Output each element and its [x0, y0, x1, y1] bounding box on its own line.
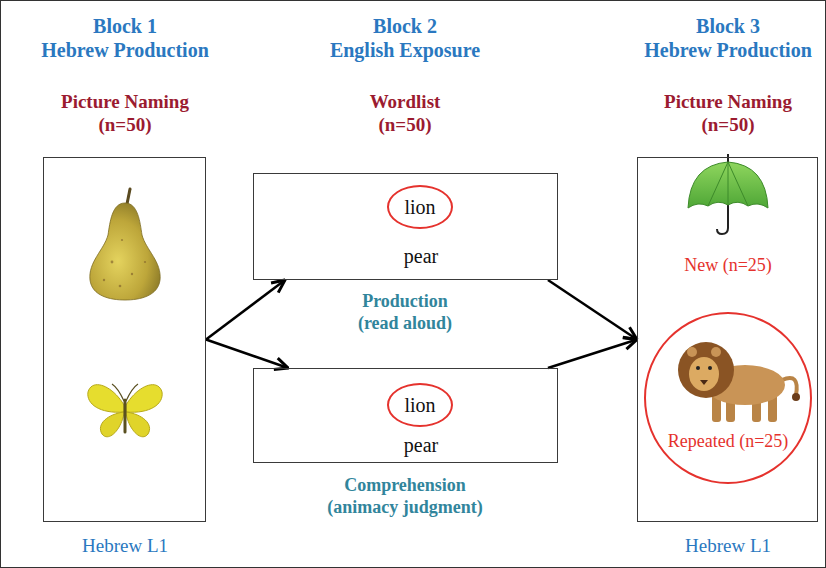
pear-picture: [127, 189, 130, 204]
block-task: Hebrew Production: [644, 38, 812, 62]
word: pear: [404, 433, 438, 457]
word: lion: [404, 393, 435, 417]
condition-label: Comprehension (animacy judgment): [325, 475, 485, 518]
block-number: Block 3: [696, 14, 760, 38]
language-label: Hebrew L1: [685, 535, 771, 558]
umbrella-picture: [688, 154, 768, 234]
pear-picture: [121, 239, 123, 241]
language-label: Hebrew L1: [82, 535, 168, 558]
umbrella-picture: [727, 154, 729, 162]
butterfly-picture: [126, 385, 162, 413]
wordlist-box: lionpearComprehension (animacy judgment): [253, 368, 558, 463]
block-panel: Block 1Hebrew ProductionPicture Naming (…: [43, 157, 206, 522]
block-task: Hebrew Production: [41, 38, 209, 62]
pear-picture: [111, 261, 114, 264]
lion-picture: [689, 357, 719, 391]
flow-arrow: [548, 340, 637, 369]
pear-picture: [119, 285, 122, 288]
lion-picture: [687, 347, 697, 357]
block-task: English Exposure: [330, 38, 480, 62]
task-name: Wordlist (n=50): [368, 91, 443, 137]
flow-arrow: [206, 280, 285, 340]
butterfly-picture: [100, 412, 124, 437]
highlight-ellipse: lion: [387, 383, 453, 427]
lion-picture: [700, 380, 708, 385]
pear-picture: [90, 189, 160, 300]
condition-label: Production (read aloud): [356, 291, 455, 334]
item-count: New (n=25): [684, 255, 772, 277]
flow-arrow: [206, 340, 288, 369]
lion-picture: [708, 366, 712, 370]
umbrella-picture: [688, 162, 768, 208]
wordlist-box: lionpearProduction (read aloud): [253, 173, 558, 280]
flow-arrow: [548, 280, 637, 340]
highlight-ellipse: lion: [387, 185, 453, 229]
word: lion: [404, 195, 435, 219]
umbrella-picture: [708, 162, 748, 206]
pear-picture: [131, 273, 133, 275]
umbrella-picture: [717, 205, 728, 234]
lion-picture: [792, 393, 800, 401]
butterfly-picture: [88, 384, 162, 437]
pear-picture: [144, 261, 146, 263]
block-number: Block 2: [373, 14, 437, 38]
word: pear: [404, 244, 438, 268]
task-name: Picture Naming (n=50): [662, 91, 794, 137]
lion-picture: [711, 347, 721, 357]
butterfly-picture: [124, 400, 127, 432]
task-name: Picture Naming (n=50): [59, 91, 191, 137]
pear-picture: [103, 279, 105, 281]
block-number: Block 1: [93, 14, 157, 38]
repeated-ellipse: Repeated (n=25): [644, 312, 812, 484]
lion-picture: [696, 366, 700, 370]
block-panel: Repeated (n=25)Block 3Hebrew ProductionP…: [637, 157, 818, 522]
lion-picture: [678, 342, 734, 398]
lion-picture: [678, 342, 800, 422]
pear-picture: [90, 203, 160, 300]
butterfly-picture: [88, 385, 124, 413]
butterfly-picture: [126, 412, 150, 437]
item-count: Repeated (n=25): [668, 431, 789, 453]
